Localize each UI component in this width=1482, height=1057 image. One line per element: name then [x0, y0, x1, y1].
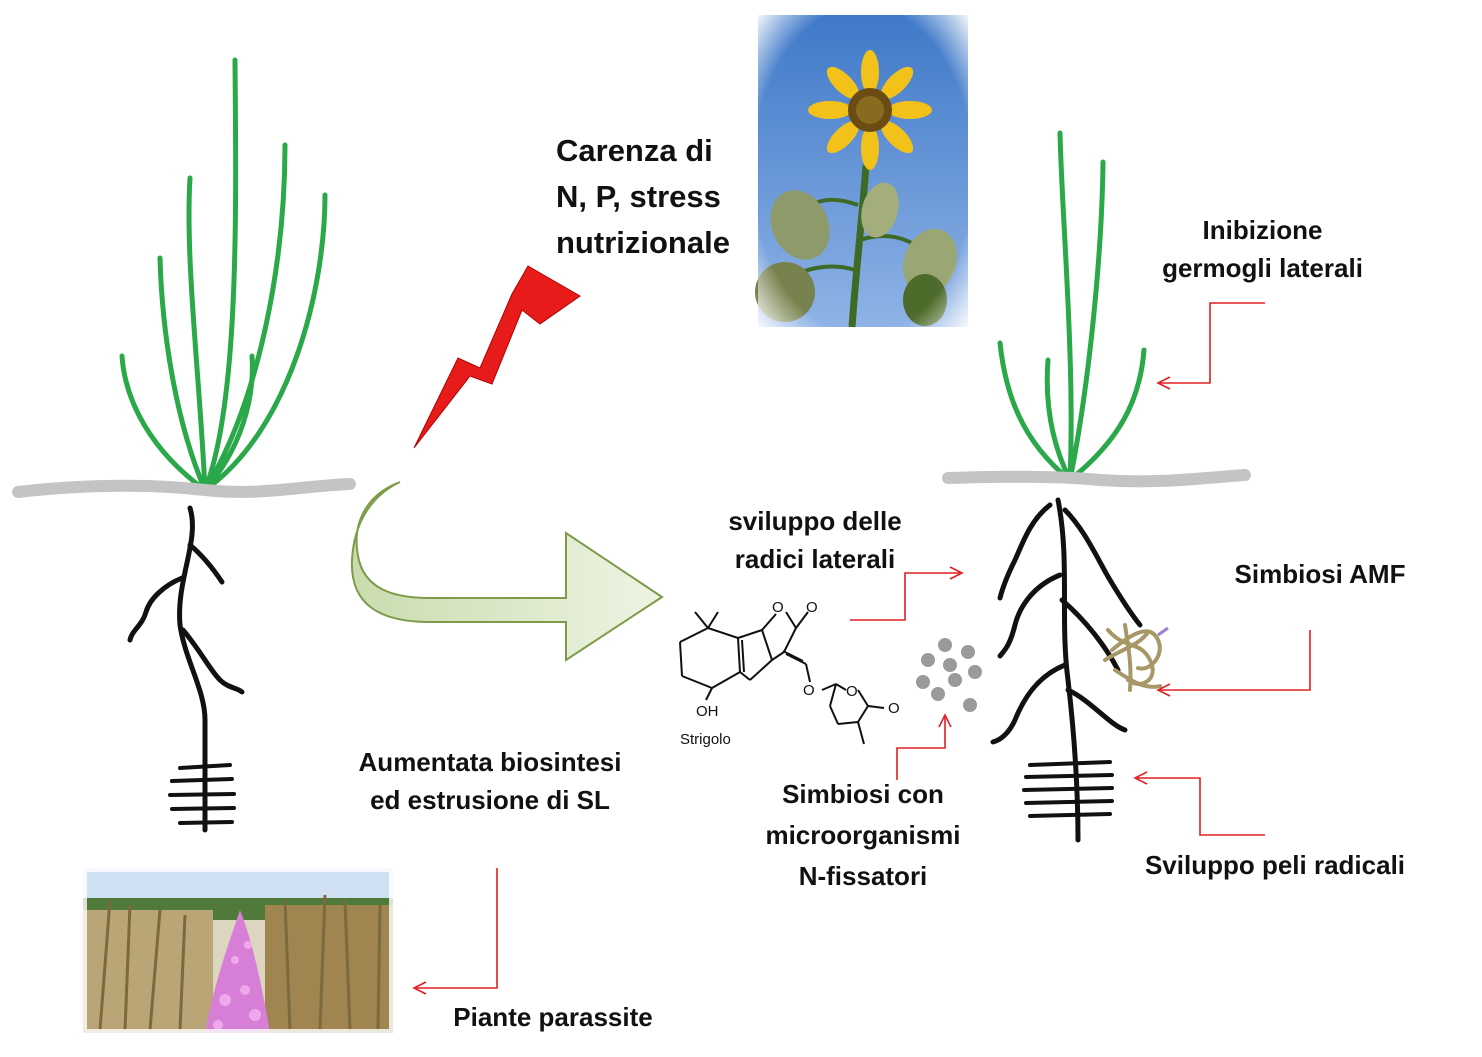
callout-microorganismi: [896, 713, 952, 780]
label-sviluppo-radici: sviluppo delle radici laterali: [728, 506, 902, 574]
atom-o1: O: [772, 599, 784, 616]
left-plant: [12, 57, 356, 833]
right-roots: [990, 497, 1143, 843]
callout-peli: [1133, 771, 1265, 836]
amf-fungus-icon: [1103, 623, 1162, 692]
lightning-bolt-icon: [413, 265, 581, 449]
parasitic-plants-field-photo: [79, 864, 397, 1037]
right-shoot: [997, 130, 1147, 483]
strigol-name: Strigolo: [680, 731, 731, 748]
callout-radici-laterali: [850, 566, 964, 621]
callout-arrows: [412, 302, 1311, 995]
label-simbiosi-amf: Simbiosi AMF: [1234, 559, 1406, 589]
microorganism-particles: [916, 638, 982, 712]
curved-process-arrow: [350, 481, 664, 662]
atom-o2: O: [806, 599, 818, 616]
right-plant: [942, 130, 1251, 843]
left-soil-line: [12, 478, 356, 498]
label-sviluppo-peli: Sviluppo peli radicali: [1144, 850, 1406, 880]
amf-spore-icon: [1157, 626, 1169, 637]
atom-o5: O: [888, 700, 900, 717]
label-inibizione: Inibizione germogli laterali: [1162, 215, 1363, 283]
label-carenza: Carenza di N, P, stress nutrizionale: [556, 133, 730, 260]
left-root-hairs: [168, 763, 236, 825]
right-root-hairs: [1022, 760, 1114, 818]
label-simbiosi-micro: Simbiosi con microorganismi N-fissatori: [765, 779, 961, 892]
left-roots: [127, 505, 245, 833]
strigol-atom-labels: O O O O O OH Strigolo: [680, 599, 900, 748]
right-soil-line: [942, 469, 1251, 488]
atom-oh: OH: [696, 703, 719, 720]
atom-o3: O: [803, 682, 815, 699]
callout-inibizione: [1156, 302, 1265, 390]
callout-parassite: [412, 868, 498, 995]
callout-amf: [1156, 630, 1311, 697]
sunflower-photo: [755, 15, 968, 328]
label-piante-parassite: Piante parassite: [453, 1002, 653, 1032]
strigol-structure: [679, 611, 885, 745]
left-shoot: [119, 57, 328, 493]
atom-o4: O: [846, 683, 858, 700]
label-aumentata: Aumentata biosintesi ed estrusione di SL: [358, 747, 622, 815]
